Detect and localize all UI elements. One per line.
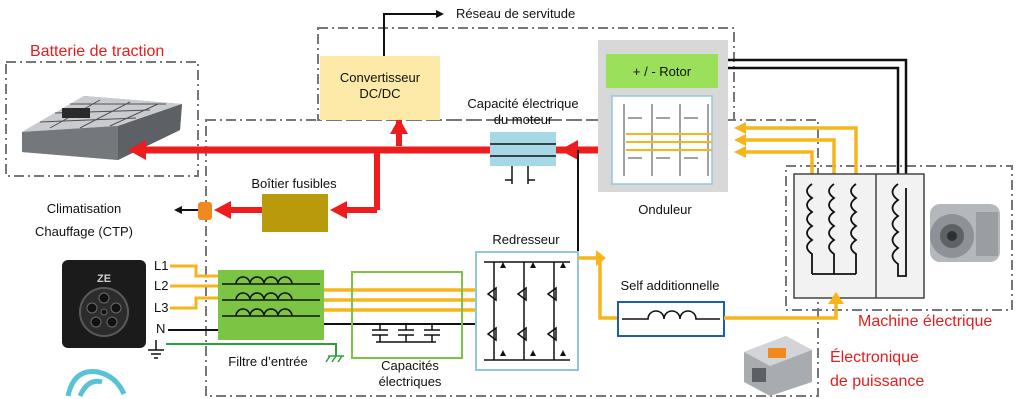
motor-capacitor: Capacité électrique du moteur [467,96,579,184]
capacitor-bank: Capacités électriques [351,271,463,389]
plug-label: ZE [97,273,111,285]
inverter-bridge [611,95,713,185]
battery-enclosure [5,61,199,177]
climatisation-label: Climatisation [47,201,121,216]
chauffage-label: Chauffage (CTP) [35,224,133,239]
climatisation-block: Climatisation Chauffage (CTP) [35,201,212,239]
filtre-label: Filtre d’entrée [228,354,307,369]
capacites-label-1: Capacités [381,358,439,373]
rotor-box [606,54,718,88]
rectifier: Redresseur [475,232,579,371]
fuse-box: Boîtier fusibles [251,176,337,232]
capacite-moteur-label-1: Capacité électrique [467,96,578,111]
machine-electrique [793,173,925,299]
reseau-label: Réseau de servitude [456,6,575,21]
capacite-moteur-label-2: du moteur [494,112,553,127]
phase-l1: L1 [154,258,168,273]
self-additionnelle: Self additionnelle [617,278,725,337]
electronique-label-1: Électronique [830,347,919,366]
reseau-arrow: Réseau de servitude [383,6,575,56]
dcdc-converter: Convertisseur DC/DC [320,56,440,120]
phase-l3: L3 [154,300,168,315]
ground-wire [166,343,337,356]
self-to-machine-wire [724,298,838,320]
phase-n: N [156,321,165,336]
electronique-label-2: de puissance [830,373,924,390]
rectifier-to-self-wire [578,256,618,320]
ctp-fuse-icon [198,202,212,220]
redresseur-label: Redresseur [492,232,560,247]
capacites-label-2: électriques [379,374,442,389]
motor-image [930,204,1000,262]
inverter: + / - Rotor Onduleur [598,40,728,217]
charging-socket-image: ZE [62,260,146,348]
converter-label-1: Convertisseur [340,70,421,85]
converter-label-2: DC/DC [359,86,400,101]
boitier-label: Boîtier fusibles [251,176,337,191]
charging-cable-image [65,369,127,398]
ground-symbol-left [148,340,164,359]
self-label: Self additionnelle [620,278,719,293]
ac-bus-to-rectifier [324,288,476,312]
rotor-wires [728,58,908,178]
dashed-enclosures [5,27,1013,397]
input-filter: Filtre d’entrée [218,270,324,369]
phase-labels: L1 L2 L3 N [154,258,168,336]
power-electronics-image [744,336,812,396]
phase-l2: L2 [154,278,168,293]
batterie-label: Batterie de traction [30,43,164,60]
machine-phase-wires [744,126,858,178]
dc-arrow-from-inverter [560,140,578,160]
rotor-label: + / - Rotor [633,64,692,79]
input-phase-wires [170,264,218,310]
machine-enclosure [785,165,1013,311]
onduleur-label: Onduleur [638,202,692,217]
machine-label: Machine électrique [858,313,992,330]
dc-arrow-to-battery [128,140,146,160]
